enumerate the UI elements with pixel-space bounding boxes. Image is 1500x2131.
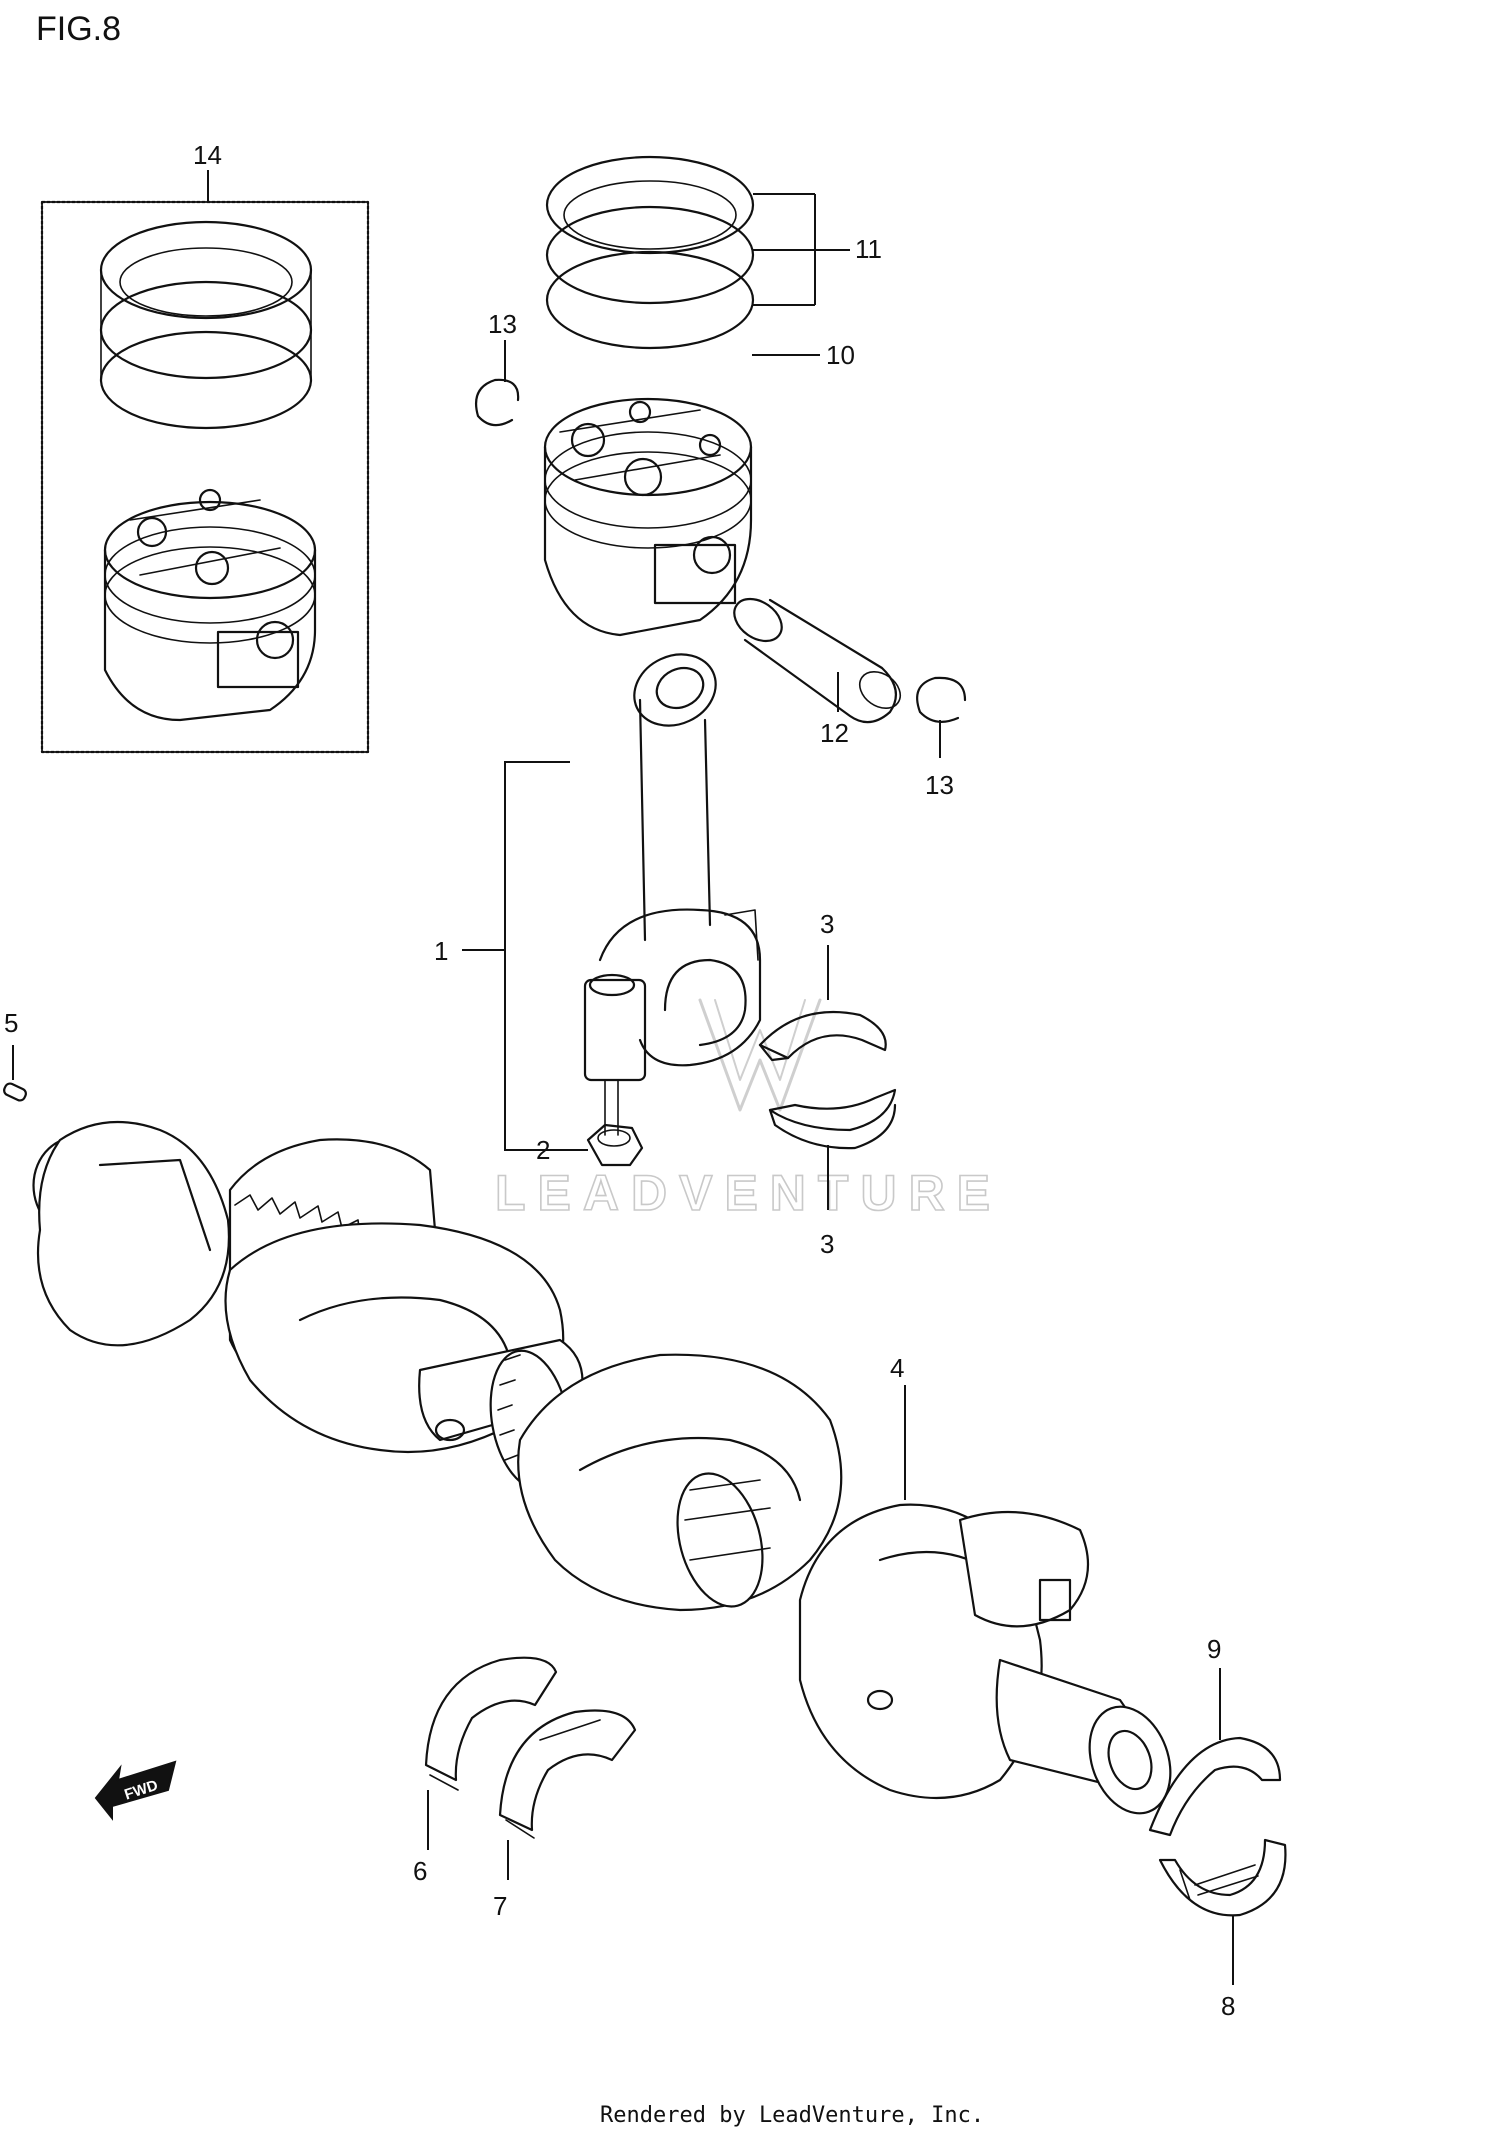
part-9-main-bearing: 9: [1148, 1634, 1282, 1837]
footer-credit: Rendered by LeadVenture, Inc.: [600, 2103, 984, 2128]
callout-8: 8: [1221, 1991, 1235, 2021]
callout-11: 11: [855, 234, 882, 264]
part-2-nut: 2: [536, 1123, 644, 1167]
watermark: LEADVENTURE: [494, 998, 1002, 1222]
figure-label: FIG.8: [36, 10, 121, 48]
part-14-piston-kit: 14: [40, 140, 370, 754]
fwd-direction-badge: FWD: [94, 1760, 177, 1821]
part-14-piston: [103, 488, 317, 722]
callout-14: 14: [193, 140, 222, 170]
callout-6: 6: [413, 1856, 427, 1886]
part-14-box: [40, 200, 370, 754]
part-14-rings: [99, 220, 313, 430]
part-10-piston: 10: [543, 340, 855, 637]
callout-3-upper: 3: [820, 909, 834, 939]
callout-9: 9: [1207, 1634, 1221, 1664]
part-12-piston-pin: 12: [733, 597, 902, 748]
part-7-thrust-washer: 7: [493, 1709, 637, 1921]
callout-1: 1: [434, 936, 448, 966]
part-6-thrust-washer: 6: [413, 1656, 558, 1886]
callout-13-upper: 13: [488, 309, 517, 339]
callout-2: 2: [536, 1135, 550, 1165]
callout-13-lower: 13: [925, 770, 954, 800]
callout-4: 4: [890, 1353, 904, 1383]
part-4-crankshaft: 4: [32, 1120, 1172, 1815]
fwd-arrow-icon: [94, 1760, 177, 1821]
callout-10: 10: [826, 340, 855, 370]
part-13-circlip-upper: 13: [474, 309, 520, 427]
part-3-conrod-bearings: 3 3: [758, 909, 897, 1259]
part-1-connecting-rod: 1: [434, 653, 762, 1151]
callout-7: 7: [493, 1891, 507, 1921]
part-11-piston-rings: 11: [545, 155, 882, 350]
part-13-circlip-lower: 13: [916, 676, 967, 800]
callout-3-lower: 3: [820, 1229, 834, 1259]
callout-5: 5: [4, 1008, 18, 1038]
callout-12: 12: [820, 718, 849, 748]
watermark-logo-icon: [698, 998, 822, 1112]
watermark-text: LEADVENTURE: [495, 1165, 1002, 1221]
part-5-dowel-pin: 5: [3, 1008, 27, 1102]
part-8-main-bearing: 8: [1158, 1838, 1287, 2021]
